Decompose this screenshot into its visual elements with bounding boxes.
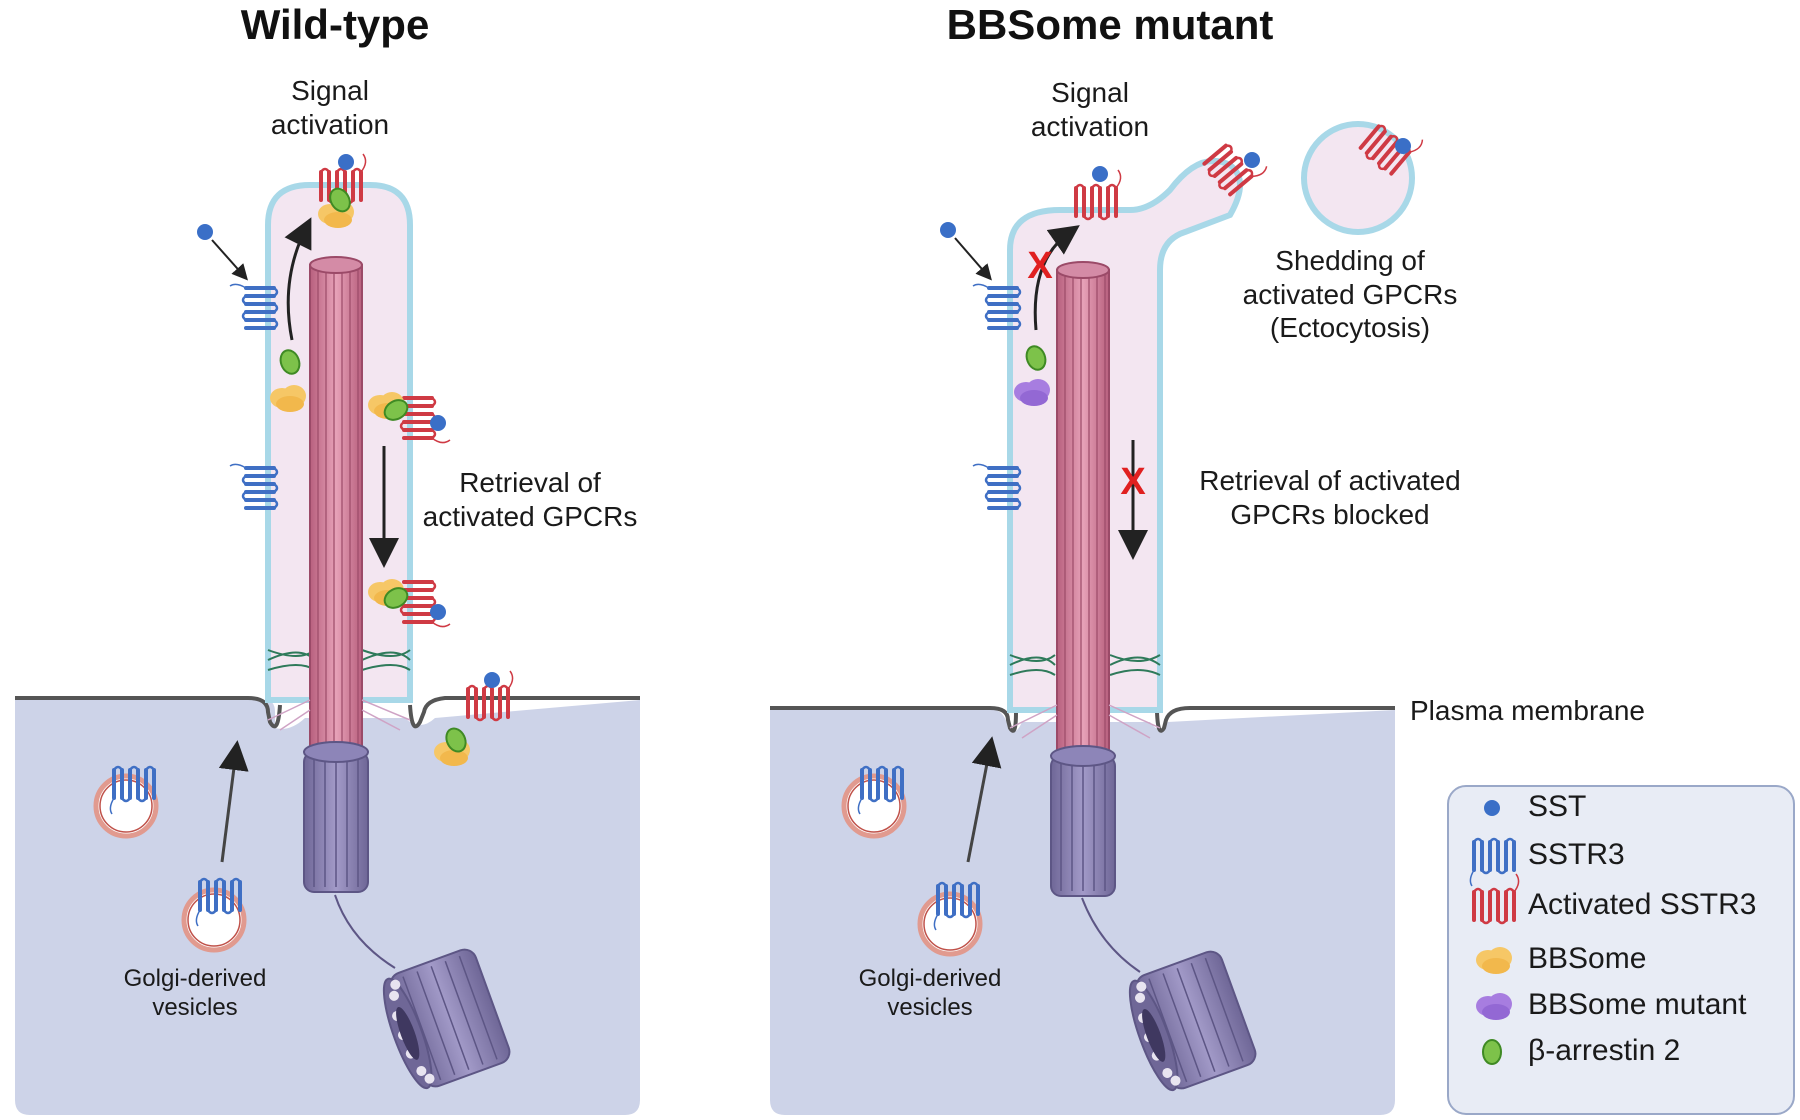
- legend-label-sst: SST: [1528, 790, 1587, 823]
- sst-dot-icon: [1484, 800, 1500, 816]
- sst-tip-left: [338, 154, 354, 170]
- plasma-membrane-label: Plasma membrane: [1410, 695, 1645, 726]
- block-mark-signal: X: [1027, 245, 1053, 287]
- axoneme-right: [1009, 261, 1161, 761]
- basal-body-right: [1050, 745, 1116, 897]
- ectosome: [1301, 121, 1415, 235]
- legend-label-sstr3: SSTR3: [1528, 838, 1625, 871]
- signal-arrow-right: [1033, 225, 1080, 331]
- mutant-title: BBSome mutant: [946, 1, 1274, 48]
- mutant-panel: X X: [770, 110, 1427, 1115]
- wild-type-title: Wild-type: [240, 1, 430, 48]
- legend-label-bbsome: BBSome: [1528, 942, 1647, 975]
- legend-label-activated-sstr3: Activated SSTR3: [1528, 888, 1757, 921]
- wild-type-panel: [15, 152, 640, 1115]
- block-mark-retrieval: X: [1120, 461, 1146, 503]
- legend: [1447, 785, 1795, 1115]
- cilium-right: [1007, 158, 1243, 713]
- signal-arrow-left: [284, 217, 312, 341]
- plasma-membrane-left: [15, 696, 282, 729]
- axoneme-left: [267, 256, 411, 756]
- legend-label-beta-arrestin: β-arrestin 2: [1528, 1034, 1681, 1067]
- basal-body-left: [303, 741, 369, 893]
- legend-label-bbsome-mutant: BBSome mutant: [1528, 988, 1747, 1021]
- beta-arrestin-icon: [1482, 1039, 1502, 1065]
